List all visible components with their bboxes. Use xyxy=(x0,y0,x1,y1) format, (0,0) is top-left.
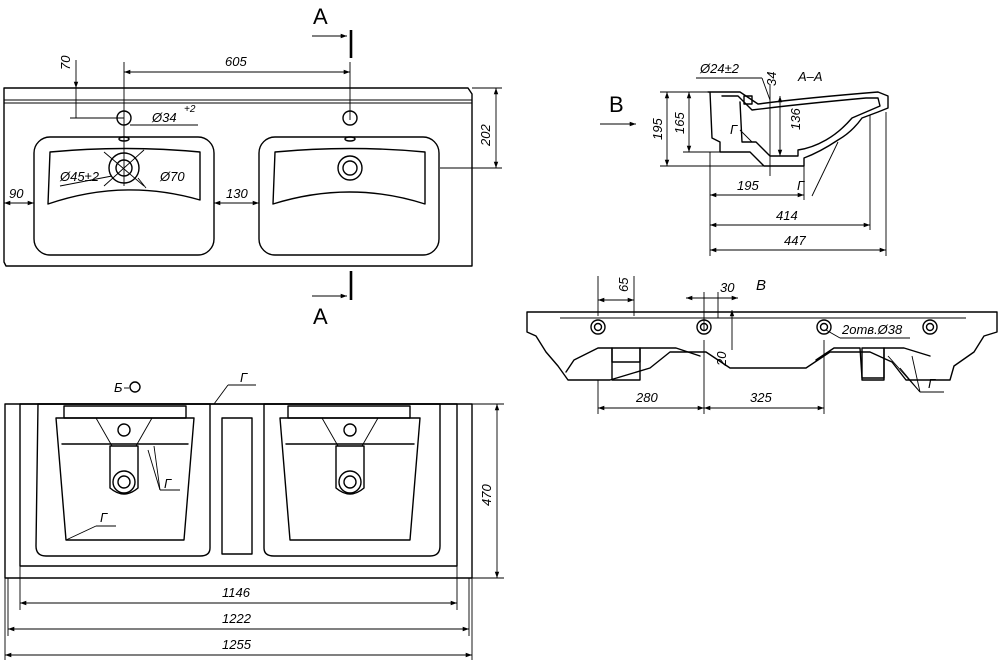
top-view-outline xyxy=(3,87,473,267)
dim-202-text: 202 xyxy=(478,124,493,147)
plan-left-drain xyxy=(112,470,136,494)
section-label-bottom: А xyxy=(313,304,328,329)
section-g-leader-2 xyxy=(811,141,839,197)
holes-leader-tick xyxy=(825,329,841,339)
section-overflow-hole xyxy=(743,95,753,105)
section-profile xyxy=(707,91,889,167)
plan-g-top-label: Г xyxy=(240,370,248,385)
plan-g-right-leader-2 xyxy=(153,445,161,491)
top-view: А А 605 70 202 90 130 Ø34 +2 Ø45±2 Ø70 xyxy=(3,4,502,329)
side-drain-right xyxy=(861,347,885,381)
plan-g-left-leader xyxy=(65,525,97,541)
section-profile-inner xyxy=(721,95,881,157)
dim-70-text: 70 xyxy=(58,55,73,70)
plan-inner xyxy=(19,403,458,567)
drain-label: Ø45±2 xyxy=(59,169,100,184)
view-label: В xyxy=(756,277,766,294)
dim-20-text: 20 xyxy=(714,351,729,367)
tap-hole-label: Ø34 xyxy=(151,110,177,125)
side-g-label: Г xyxy=(928,376,936,391)
dim-195-v-text: 195 xyxy=(650,118,665,140)
dim-1146-text: 1146 xyxy=(222,585,251,600)
right-drain-inner xyxy=(342,160,358,176)
side-hole-4-inner xyxy=(925,322,935,332)
dim-1222-text: 1222 xyxy=(222,611,252,626)
drain-outer-label: Ø70 xyxy=(159,169,185,184)
plan-left-bowl-outer xyxy=(35,403,211,557)
section-title: А–А xyxy=(797,69,823,84)
dim-136-text: 136 xyxy=(788,108,803,130)
plan-right-rib-2 xyxy=(361,417,379,447)
section-g-leader-1 xyxy=(739,129,753,143)
plan-right-bowl-outer xyxy=(263,403,441,557)
side-hole-4 xyxy=(922,319,938,335)
dim-195-h-text: 195 xyxy=(737,178,759,193)
side-hole-1-inner xyxy=(593,322,603,332)
dim-65-text: 65 xyxy=(616,277,631,292)
plan-g-left-label: Г xyxy=(100,510,108,525)
right-basin-bowl xyxy=(272,147,426,205)
overflow-label: Ø24±2 xyxy=(699,61,740,76)
dim-90-text: 90 xyxy=(9,186,24,201)
plan-left-drain-slot xyxy=(109,445,139,495)
section-g-label-1: Г xyxy=(730,122,738,137)
drain-leader xyxy=(59,175,113,187)
plan-left-drain-inner xyxy=(117,475,131,489)
dim-30-text: 30 xyxy=(720,280,735,295)
plan-right-drain xyxy=(338,470,362,494)
left-basin-bowl xyxy=(47,147,201,205)
right-drain-outer xyxy=(337,155,363,181)
dim-1255-text: 1255 xyxy=(222,637,252,652)
drain-cross-2 xyxy=(103,149,145,187)
side-right-inner xyxy=(815,347,931,379)
plan-g-right-leader-1 xyxy=(147,449,161,491)
view-arrow-label: В xyxy=(609,92,624,117)
dim-325-text: 325 xyxy=(750,390,772,405)
right-basin-outline xyxy=(258,136,440,256)
side-drain-left xyxy=(611,347,641,381)
right-overflow-slot xyxy=(344,136,356,142)
dim-130-text: 130 xyxy=(226,186,248,201)
plan-right-drain-inner xyxy=(343,475,357,489)
dim-447-text: 447 xyxy=(784,233,806,248)
plan-outer xyxy=(4,403,473,579)
section-label-top: А xyxy=(313,4,328,29)
side-hole-1 xyxy=(590,319,606,335)
section-view: В А–А 195 165 136 Ø24±2 34 Г 195 414 447 xyxy=(600,61,889,256)
tap-hole-tolerance: +2 xyxy=(184,104,196,115)
drain-cross-1 xyxy=(103,151,145,187)
side-view: В 65 30 20 2отв.Ø38 280 325 xyxy=(526,276,998,414)
side-hole-3 xyxy=(816,319,832,335)
dim-605-text: 605 xyxy=(225,54,247,69)
dim-165-text: 165 xyxy=(672,112,687,134)
plan-left-rib-1 xyxy=(95,417,113,447)
plan-left-tap xyxy=(117,423,131,437)
dim-414-text: 414 xyxy=(776,208,798,223)
holes-note: 2отв.Ø38 xyxy=(841,322,903,337)
plan-left-rib-2 xyxy=(135,417,153,447)
side-hole-3-inner xyxy=(819,322,829,332)
section-g-label-2: Г xyxy=(797,178,805,193)
dim-470-text: 470 xyxy=(479,484,494,506)
plan-right-drain-slot xyxy=(335,445,365,495)
plan-left-overflow xyxy=(63,405,187,419)
side-g-leader-3 xyxy=(911,355,921,393)
plan-g-right-label: Г xyxy=(164,476,172,491)
dim-34-text: 34 xyxy=(764,72,779,86)
plan-g-top-leader-2 xyxy=(213,384,229,405)
plan-right-tap xyxy=(343,423,357,437)
side-view-outline xyxy=(526,311,998,381)
overflow-leader-2 xyxy=(761,77,771,101)
dim-280-text: 280 xyxy=(635,390,658,405)
plan-view: Б Г Г Г 470 1146 1222 1255 xyxy=(4,370,504,660)
plan-b-circle xyxy=(129,381,141,393)
plan-center-divider xyxy=(221,417,253,555)
side-g-leader-2 xyxy=(899,367,921,393)
drain-outer-leader xyxy=(137,177,147,189)
plan-b-label: Б xyxy=(114,380,123,395)
plan-right-rib-1 xyxy=(321,417,339,447)
plan-right-overflow xyxy=(287,405,411,419)
